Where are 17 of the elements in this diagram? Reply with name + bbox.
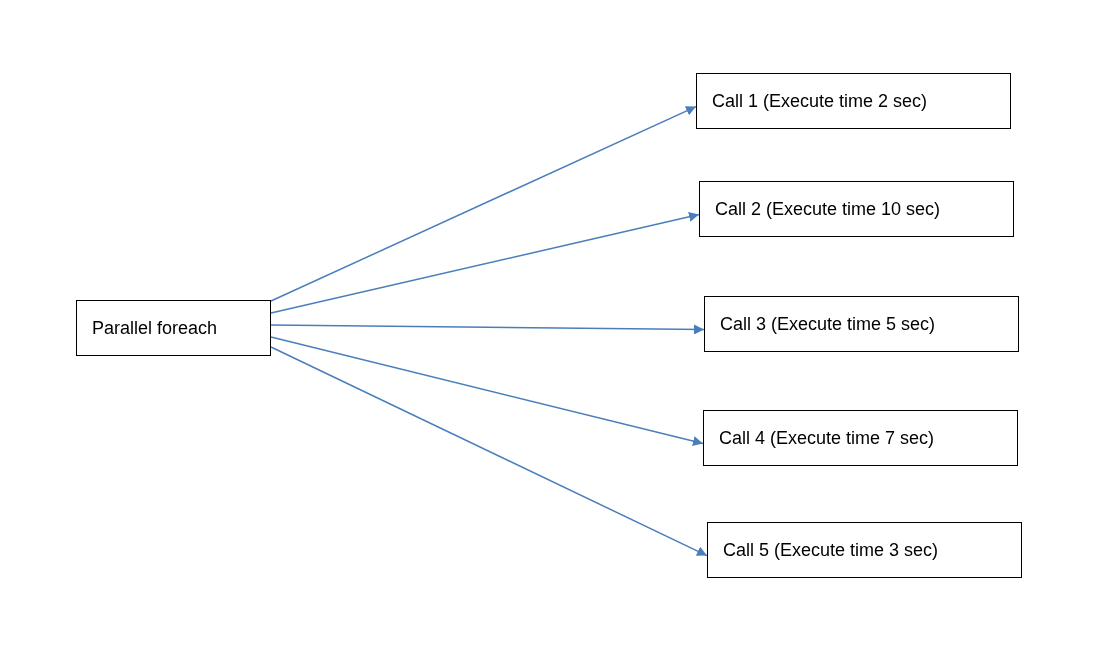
arrow xyxy=(270,324,705,335)
process-box xyxy=(76,300,271,356)
box-label: Parallel foreach xyxy=(92,317,218,339)
process-box xyxy=(704,296,1019,352)
box-label: Call 2 (Execute time 10 sec) xyxy=(715,198,941,220)
box-label: Call 3 (Execute time 5 sec) xyxy=(720,313,936,335)
box-label: Call 5 (Execute time 3 sec) xyxy=(723,539,939,561)
arrow xyxy=(270,211,700,314)
box-label: Call 4 (Execute time 7 sec) xyxy=(719,427,935,449)
arrow xyxy=(270,105,697,302)
arrow xyxy=(270,346,708,557)
process-box xyxy=(707,522,1022,578)
process-box xyxy=(699,181,1014,237)
process-box xyxy=(696,73,1011,129)
box-label: Call 1 (Execute time 2 sec) xyxy=(712,90,928,112)
arrow xyxy=(270,336,704,447)
process-box xyxy=(703,410,1018,466)
